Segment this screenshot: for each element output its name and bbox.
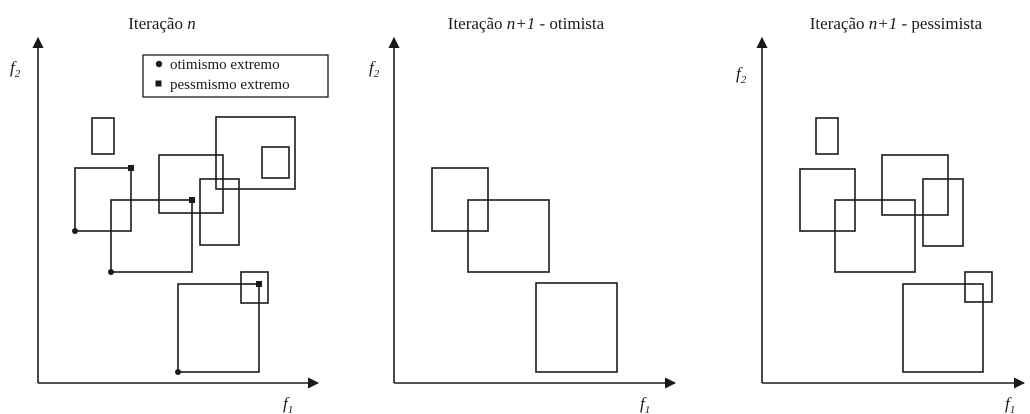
legend-square-marker	[155, 80, 162, 87]
panel-title: Iteração n	[128, 14, 195, 33]
x-axis-label: f1	[1005, 394, 1015, 414]
box-c	[535, 282, 618, 373]
box-d	[158, 154, 224, 214]
y-axis-label: f2	[369, 58, 380, 80]
pessimism-square	[189, 197, 195, 203]
y-axis-label: f2	[10, 58, 21, 80]
x-axis-label: f1	[640, 394, 650, 414]
panel-title: Iteração n+1 - pessimista	[810, 14, 983, 33]
legend-box	[142, 54, 329, 98]
box-e	[834, 199, 916, 273]
panel-iteration-n1-otimista: Iteração n+1 - otimista f2 f1	[369, 14, 677, 414]
solution-boxes	[431, 167, 618, 373]
solution-boxes	[799, 117, 993, 373]
box-a	[91, 117, 115, 155]
optimism-dot	[175, 369, 181, 375]
solution-boxes	[74, 116, 296, 373]
y-axis-label: f2	[736, 64, 747, 86]
pessimism-square	[128, 165, 134, 171]
legend: otimismo extremo pessmismo extremo	[142, 54, 329, 98]
box-f	[902, 283, 984, 373]
box-h	[177, 283, 260, 373]
panel-iteration-n: Iteração n f2 f1 otimismo extremo pessmi…	[10, 14, 329, 414]
box-c	[922, 178, 964, 247]
legend-label-pessimism: pessmismo extremo	[170, 77, 290, 93]
legend-label-optimism: otimismo extremo	[170, 57, 280, 73]
legend-dot-marker	[155, 60, 163, 68]
box-b	[467, 199, 550, 273]
box-c	[261, 146, 290, 179]
optimism-dot	[72, 228, 78, 234]
panel-title: Iteração n+1 - otimista	[448, 14, 605, 33]
box-a	[815, 117, 839, 155]
optimism-dot	[108, 269, 114, 275]
box-e	[199, 178, 240, 246]
panel-iteration-n1-pessimista: Iteração n+1 - pessimista f2 f1	[736, 14, 1026, 414]
box-g	[964, 271, 993, 303]
extreme-markers	[72, 165, 262, 375]
x-axis-label: f1	[283, 394, 293, 414]
box-g	[110, 199, 193, 273]
box-b	[215, 116, 296, 190]
box-i	[240, 271, 269, 304]
pessimism-square	[256, 281, 262, 287]
